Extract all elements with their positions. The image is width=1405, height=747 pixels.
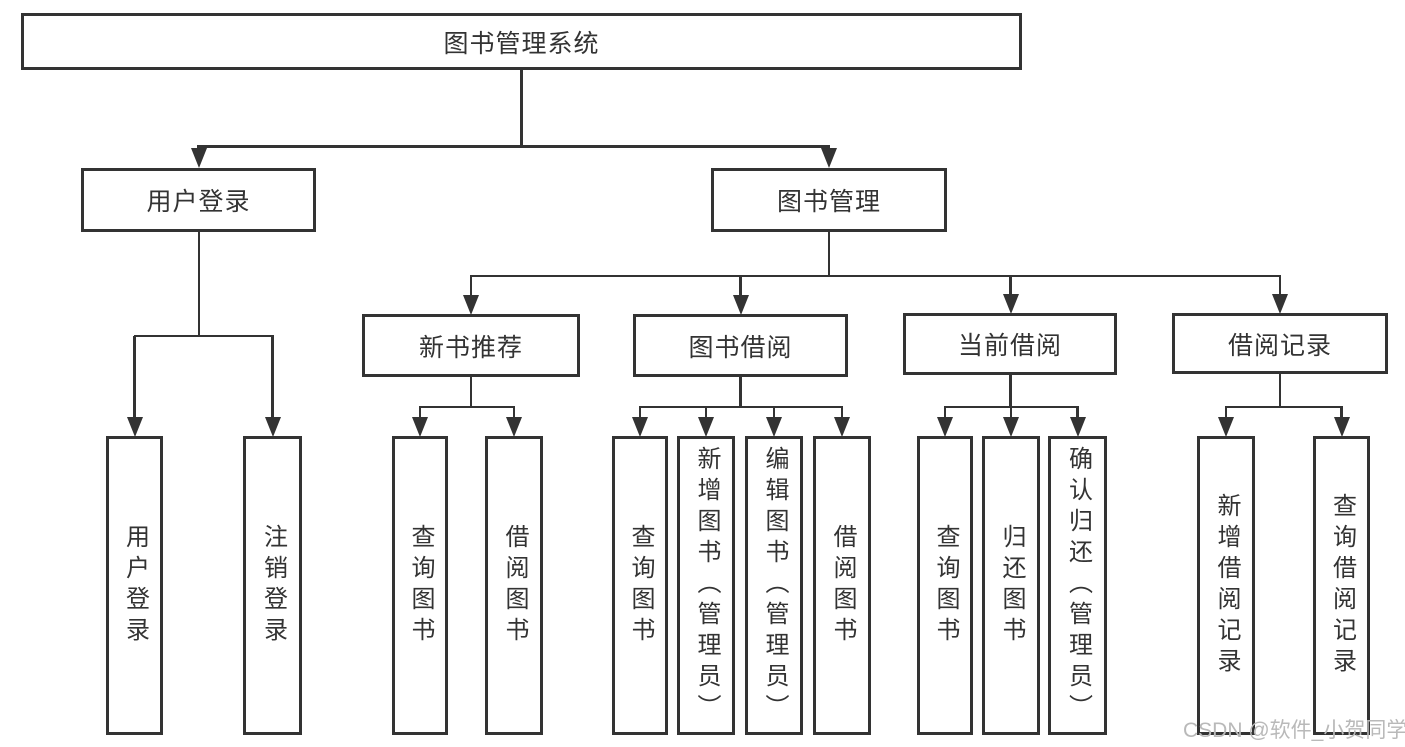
- leaf-user-login: 用户登录: [106, 436, 163, 735]
- leaf-query-borrow-record: 查询借阅记录: [1313, 436, 1370, 735]
- arrow-to-leaf-query-record: [1333, 407, 1350, 437]
- csdn-watermark: CSDN @软件_小贺同学: [1183, 719, 1405, 742]
- arrow-to-leaf-add-record: [1218, 407, 1234, 437]
- leaf-query-books-current: 查询图书: [917, 436, 973, 735]
- leaf-logout: 注销登录: [243, 436, 302, 735]
- connector-book-management-crossbar: [470, 274, 1281, 277]
- leaf-borrow-books-recommend: 借阅图书: [485, 436, 543, 735]
- connector-book-management-stem: [827, 232, 831, 276]
- connector-current-borrow-crossbar: [944, 405, 1079, 408]
- arrow-to-leaf-return-books: [1003, 407, 1019, 437]
- arrow-to-leaf-confirm-return: [1069, 407, 1086, 437]
- arrow-to-borrowing-records: [1272, 276, 1288, 314]
- connector-book-borrow-stem: [739, 377, 742, 408]
- node-book-borrowing: 图书借阅: [633, 314, 848, 377]
- connector-borrow-record-stem: [1278, 374, 1282, 408]
- connector-root-crossbar: [197, 145, 830, 148]
- leaf-confirm-return-admin: 确认归还（管理员）: [1048, 436, 1107, 735]
- node-borrowing-records: 借阅记录: [1172, 313, 1388, 374]
- leaf-borrow-books: 借阅图书: [813, 436, 871, 735]
- connector-root-stem: [520, 70, 523, 147]
- leaf-add-borrow-record: 新增借阅记录: [1197, 436, 1255, 735]
- arrow-to-leaf-add-books: [698, 407, 714, 437]
- leaf-query-books-borrowing: 查询图书: [612, 436, 668, 735]
- arrow-to-book-management: [821, 146, 837, 168]
- arrow-to-new-book-recommendation: [463, 276, 479, 315]
- arrow-to-leaf-edit-books: [766, 407, 782, 437]
- arrow-to-current-borrowing: [1002, 276, 1019, 314]
- arrow-to-leaf-borrow-recommend: [506, 407, 522, 437]
- connector-book-borrow-crossbar: [639, 405, 843, 408]
- leaf-query-books-recommend: 查询图书: [392, 436, 448, 735]
- connector-new-book-stem: [469, 377, 473, 408]
- connector-new-book-crossbar: [419, 405, 515, 408]
- arrow-to-book-borrowing: [732, 276, 749, 315]
- arrow-to-leaf-user-login: [126, 336, 143, 437]
- connector-current-borrow-stem: [1009, 375, 1012, 408]
- leaf-edit-books-admin: 编辑图书（管理员）: [745, 436, 803, 735]
- node-user-login: 用户登录: [81, 168, 316, 232]
- node-current-borrowing: 当前借阅: [903, 313, 1117, 375]
- arrow-to-leaf-query-borrowing: [632, 407, 648, 437]
- arrow-to-leaf-query-recommend: [412, 407, 428, 437]
- node-new-book-recommendation: 新书推荐: [362, 314, 580, 377]
- arrow-to-leaf-borrow-books: [834, 407, 850, 437]
- arrow-to-leaf-logout: [264, 336, 281, 437]
- leaf-add-books-admin: 新增图书（管理员）: [677, 436, 735, 735]
- arrow-to-leaf-query-current: [937, 407, 953, 437]
- arrow-to-user-login: [190, 146, 207, 168]
- node-book-management: 图书管理: [711, 168, 947, 232]
- connector-user-login-stem: [197, 232, 200, 336]
- connector-user-login-crossbar: [133, 334, 274, 337]
- node-library-management-system: 图书管理系统: [21, 13, 1022, 70]
- connector-borrow-record-crossbar: [1225, 405, 1343, 408]
- leaf-return-books: 归还图书: [982, 436, 1040, 735]
